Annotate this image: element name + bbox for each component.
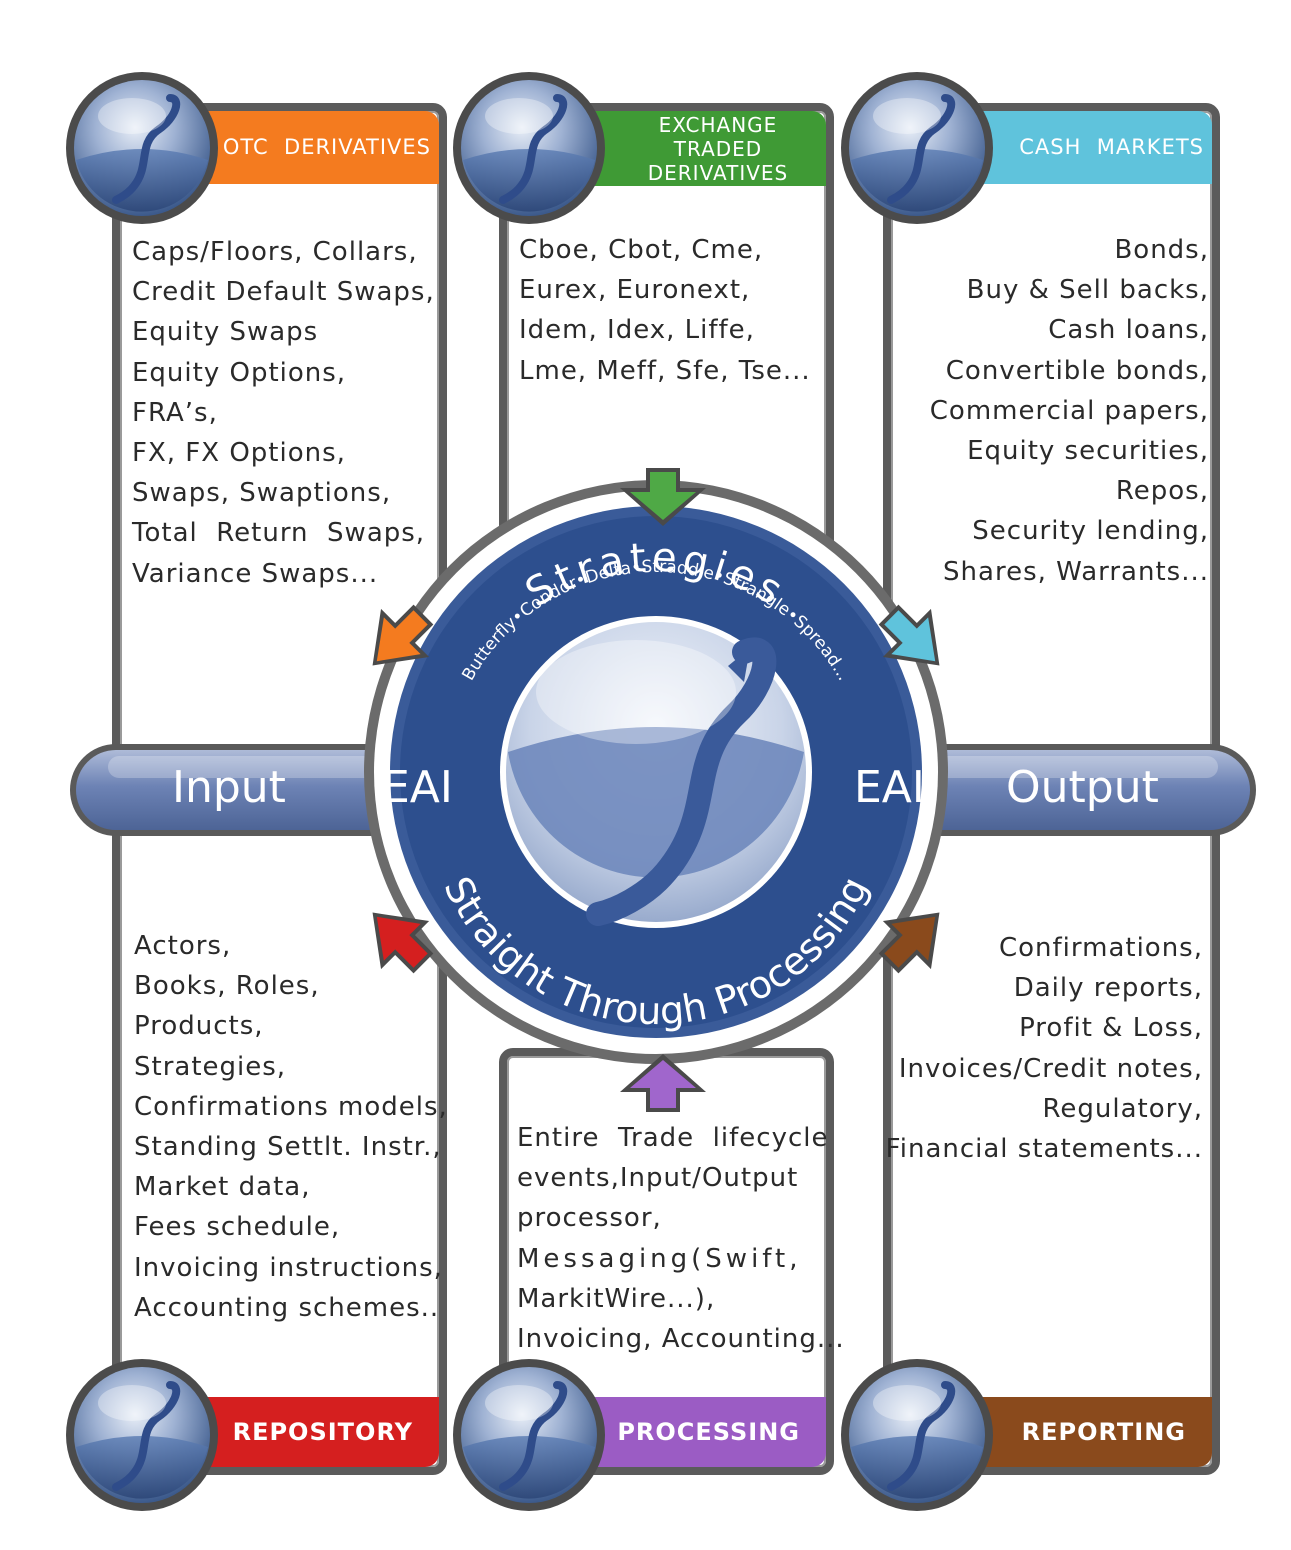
list-item: Buy & Sell backs, bbox=[966, 275, 1209, 306]
list-item: Regulatory, bbox=[1042, 1093, 1203, 1124]
repository-list: Actors, Books, Roles, Products, Strategi… bbox=[134, 926, 448, 1328]
list-item: Entire Trade lifecycle bbox=[517, 1123, 829, 1153]
list-item: Daily reports, bbox=[1013, 973, 1203, 1004]
red-arrow-icon bbox=[372, 912, 434, 974]
list-item: Invoicing, Accounting... bbox=[517, 1324, 845, 1355]
eai-right-label: EAI bbox=[854, 762, 925, 813]
processing-list: Entire Trade lifecycle events,Input/Outp… bbox=[517, 1118, 845, 1359]
list-item: Cash loans, bbox=[1048, 315, 1209, 346]
list-item: Strategies, bbox=[134, 1051, 287, 1082]
strategies-stp-ring bbox=[364, 480, 948, 1064]
list-item: Invoicing instructions, bbox=[134, 1252, 443, 1283]
repository-orb-logo-icon bbox=[66, 1359, 218, 1511]
list-item: Cboe, Cbot, Cme, bbox=[519, 235, 764, 265]
processing-header: PROCESSING bbox=[580, 1397, 826, 1467]
otc-derivatives-header: OTC DERIVATIVES bbox=[200, 111, 439, 184]
list-item: MarkitWire...), bbox=[517, 1283, 716, 1314]
stp-title-path: Straight Through Processing bbox=[435, 870, 876, 1034]
list-item: Equity securities, bbox=[967, 436, 1209, 467]
otc-orb-logo-icon bbox=[66, 72, 218, 224]
input-label: Input bbox=[172, 762, 286, 813]
eai-left-label: EAI bbox=[382, 762, 453, 813]
orange-arrow-icon bbox=[372, 604, 434, 666]
otc-derivatives-title: OTC DERIVATIVES bbox=[222, 135, 431, 159]
exchange-traded-derivatives-header: EXCHANGE TRADED DERIVATIVES bbox=[580, 111, 826, 186]
cyan-arrow-icon bbox=[878, 604, 940, 666]
cash-markets-header: CASH MARKETS bbox=[960, 111, 1212, 184]
list-item: Accounting schemes.. bbox=[134, 1292, 440, 1323]
green-down-arrow-icon bbox=[620, 468, 706, 526]
output-label: Output bbox=[1006, 762, 1159, 813]
list-item: events,Input/Output bbox=[517, 1163, 799, 1194]
etd-title-line-3: DERIVATIVES bbox=[647, 160, 789, 185]
list-item: Standing Settlt. Instr., bbox=[134, 1132, 442, 1163]
list-item: FX, FX Options, bbox=[132, 438, 346, 469]
list-item: Actors, bbox=[134, 931, 232, 961]
list-item: Credit Default Swaps, bbox=[132, 277, 435, 308]
processing-orb-logo-icon bbox=[453, 1359, 605, 1511]
list-item: Commercial papers, bbox=[929, 395, 1209, 426]
list-item: Eurex, Euronext, bbox=[519, 275, 751, 306]
ring-labels: Strategies Butterfly•Condor•Delta•Stradd… bbox=[435, 534, 876, 1034]
cash-orb-logo-icon bbox=[841, 72, 993, 224]
list-item: Caps/Floors, Collars, bbox=[132, 237, 418, 267]
repository-header: REPOSITORY bbox=[200, 1397, 439, 1467]
list-item: Variance Swaps... bbox=[132, 558, 379, 589]
etd-title-line-2: TRADED bbox=[673, 136, 763, 161]
exchange-traded-derivatives-list: Cboe, Cbot, Cme, Eurex, Euronext, Idem, … bbox=[519, 230, 811, 391]
list-item: Swaps, Swaptions, bbox=[132, 478, 392, 509]
list-item: Convertible bonds, bbox=[945, 355, 1209, 386]
strategy-items: Butterfly•Condor•Delta•Straddle•Strangle… bbox=[458, 557, 853, 684]
list-item: processor, bbox=[517, 1203, 662, 1234]
list-item: Confirmations, bbox=[998, 933, 1203, 963]
list-item: Invoices/Credit notes, bbox=[898, 1053, 1203, 1084]
list-item: Idem, Idex, Liffe, bbox=[519, 315, 755, 346]
list-item: Shares, Warrants... bbox=[943, 556, 1209, 587]
list-item: FRA’s, bbox=[132, 397, 218, 428]
list-item: Fees schedule, bbox=[134, 1212, 341, 1243]
cash-markets-list: Bonds, Buy & Sell backs, Cash loans, Con… bbox=[930, 230, 1209, 592]
list-item: Equity Options, bbox=[132, 357, 347, 388]
list-item: Equity Swaps bbox=[132, 317, 319, 348]
list-item: Security lending, bbox=[972, 516, 1209, 547]
purple-up-arrow-icon bbox=[620, 1054, 706, 1112]
list-item: Books, Roles, bbox=[134, 971, 320, 1002]
brown-arrow-icon bbox=[878, 912, 940, 974]
list-item: Lme, Meff, Sfe, Tse... bbox=[519, 355, 811, 386]
reporting-header: REPORTING bbox=[960, 1397, 1212, 1467]
strategy-items-path: Butterfly•Condor•Delta•Straddle•Strangle… bbox=[458, 557, 853, 684]
list-item: Financial statements... bbox=[885, 1134, 1203, 1165]
otc-derivatives-list: Caps/Floors, Collars, Credit Default Swa… bbox=[132, 232, 435, 594]
reporting-orb-logo-icon bbox=[841, 1359, 993, 1511]
list-item: Confirmations models, bbox=[134, 1091, 448, 1122]
list-item: Repos, bbox=[1115, 476, 1209, 507]
list-item: Total Return Swaps, bbox=[132, 518, 426, 549]
list-item: Market data, bbox=[134, 1172, 311, 1203]
reporting-list: Confirmations, Daily reports, Profit & L… bbox=[886, 928, 1203, 1169]
processing-title: PROCESSING bbox=[617, 1417, 800, 1446]
etd-orb-logo-icon bbox=[453, 72, 605, 224]
list-item: Products, bbox=[134, 1011, 264, 1042]
cash-markets-title: CASH MARKETS bbox=[1019, 135, 1204, 159]
stp-title: Straight Through Processing bbox=[435, 870, 876, 1034]
list-item: Bonds, bbox=[1114, 235, 1209, 265]
etd-title-line-1: EXCHANGE bbox=[658, 112, 778, 137]
repository-title: REPOSITORY bbox=[232, 1417, 413, 1446]
reporting-title: REPORTING bbox=[1021, 1417, 1186, 1446]
list-item: Messaging(Swift, bbox=[517, 1243, 802, 1274]
list-item: Profit & Loss, bbox=[1019, 1013, 1203, 1044]
